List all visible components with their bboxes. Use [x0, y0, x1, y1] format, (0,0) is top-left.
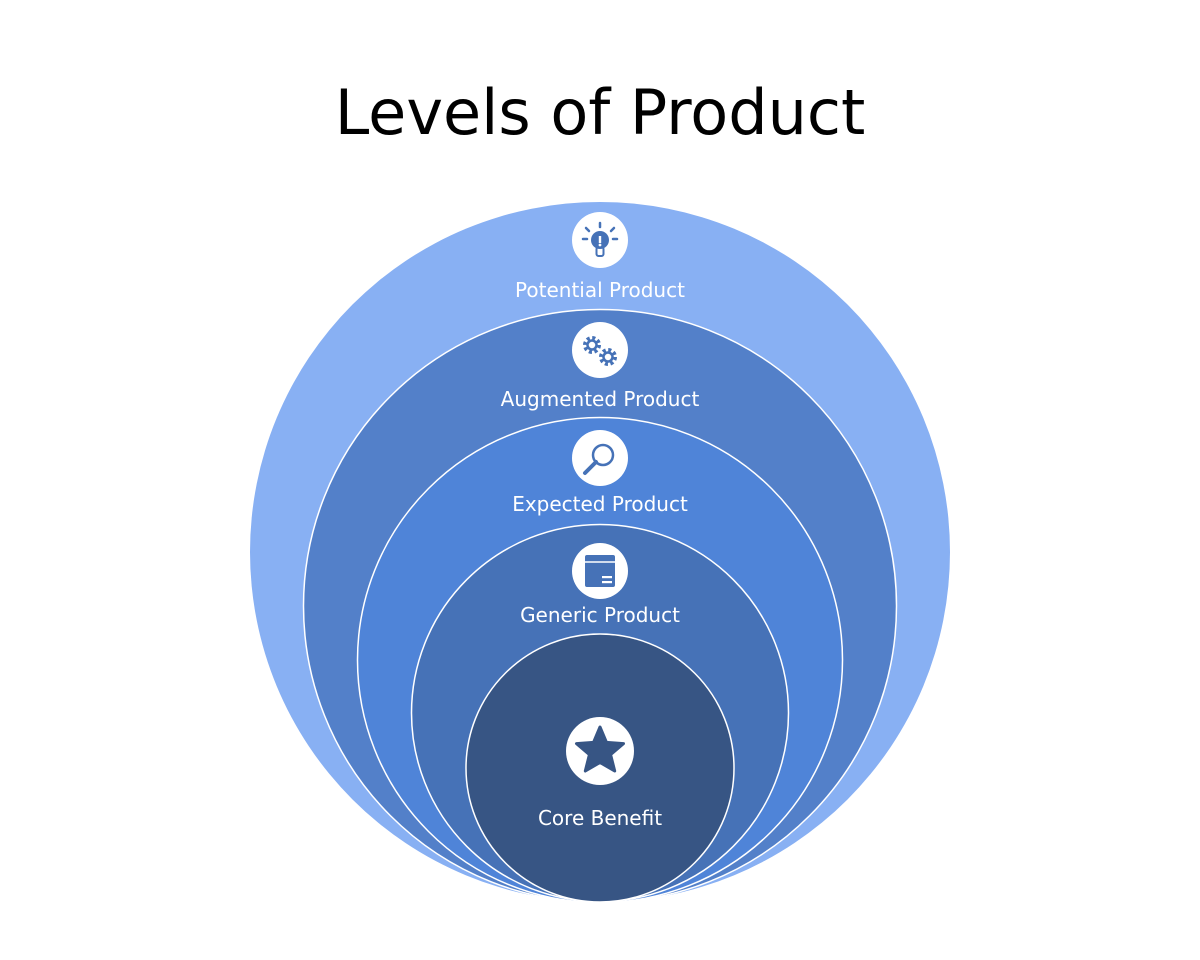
expected-icon-badge: [572, 430, 628, 486]
lightbulb-icon: [581, 221, 619, 257]
gears-icon: [583, 336, 617, 366]
magnifier-icon: [583, 443, 615, 475]
augmented-icon-badge: [572, 322, 628, 378]
label-potential-product: Potential Product: [515, 278, 685, 302]
label-augmented-product: Augmented Product: [501, 387, 700, 411]
label-core-benefit: Core Benefit: [538, 806, 662, 830]
page-title: Levels of Product: [335, 76, 866, 149]
label-expected-product: Expected Product: [512, 492, 688, 516]
box-icon: [585, 555, 615, 587]
label-generic-product: Generic Product: [520, 603, 680, 627]
star-icon: [575, 725, 625, 773]
